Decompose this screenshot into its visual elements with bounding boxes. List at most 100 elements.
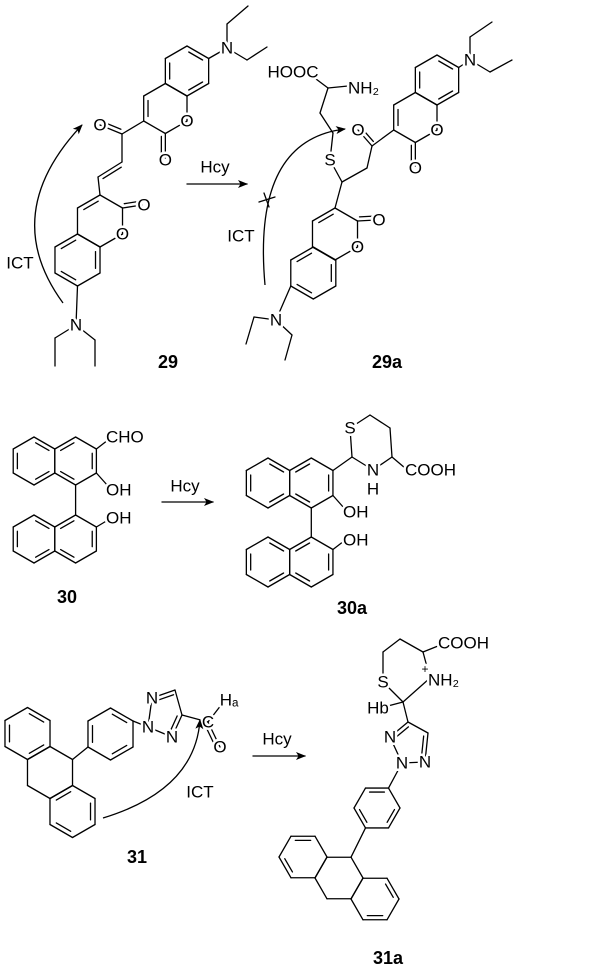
aromatic-inner-bond bbox=[296, 252, 313, 263]
aromatic-inner-bond bbox=[35, 470, 50, 480]
ring-bond bbox=[393, 129, 417, 144]
bond bbox=[147, 697, 153, 728]
aromatic-inner-bond bbox=[188, 51, 204, 61]
ict-arrow-blocked bbox=[262, 126, 346, 286]
aromatic-inner-bond bbox=[295, 463, 311, 473]
ring-bond bbox=[245, 457, 269, 472]
ring-bond bbox=[386, 877, 400, 900]
double-bond bbox=[97, 161, 123, 178]
aromatic-inner-bond bbox=[111, 744, 128, 755]
aromatic-inner-bond bbox=[438, 90, 454, 100]
triazole-nitrogen-label: N bbox=[142, 718, 154, 737]
ring-bond bbox=[245, 536, 269, 551]
bond bbox=[371, 129, 395, 147]
ring-bond bbox=[74, 514, 98, 528]
bond bbox=[399, 638, 424, 653]
ring-bond bbox=[311, 207, 336, 222]
ring-bond bbox=[186, 82, 210, 97]
double-bond-inner bbox=[362, 128, 374, 143]
bond bbox=[121, 120, 145, 135]
compound-label-31a: 31a bbox=[373, 948, 404, 968]
ring-bond bbox=[109, 707, 134, 722]
ring-bond bbox=[54, 550, 77, 564]
ring-bond bbox=[278, 856, 292, 879]
carboxyl-label: COOH bbox=[405, 461, 456, 480]
carboxyl-label: HOOC bbox=[268, 63, 319, 82]
aromatic-inner-bond bbox=[60, 239, 77, 250]
ring-bond bbox=[12, 436, 35, 450]
aromatic-inner-bond bbox=[269, 463, 285, 473]
bond bbox=[422, 645, 439, 653]
bond bbox=[207, 699, 226, 723]
ring-oxygen-label: O bbox=[116, 225, 129, 244]
ring-bond bbox=[4, 745, 29, 761]
double-bond-inner bbox=[358, 215, 375, 218]
ring-bond bbox=[109, 746, 134, 761]
bond bbox=[351, 456, 374, 471]
compound-label-31: 31 bbox=[127, 847, 147, 867]
aromatic-inner-bond bbox=[269, 493, 285, 503]
bond bbox=[275, 319, 293, 336]
bond bbox=[332, 494, 345, 509]
amine-nitrogen-label: N bbox=[221, 39, 233, 58]
bond bbox=[350, 827, 367, 858]
ring-bond bbox=[143, 82, 167, 97]
sulfur-label: S bbox=[377, 673, 388, 692]
compound-label-30a: 30a bbox=[337, 598, 368, 618]
ring-bond bbox=[71, 823, 96, 839]
ring-bond bbox=[164, 120, 188, 135]
sulfur-label: S bbox=[324, 151, 335, 170]
bond bbox=[349, 427, 353, 458]
ring-bond bbox=[310, 457, 334, 472]
bond bbox=[327, 85, 349, 89]
aromatic-inner-bond bbox=[296, 283, 313, 294]
bond bbox=[71, 746, 89, 761]
ring-bond bbox=[33, 472, 56, 486]
ring-bond bbox=[99, 194, 124, 209]
bond bbox=[95, 519, 109, 528]
ring-bond bbox=[164, 45, 188, 60]
double-bond-inner bbox=[123, 200, 140, 205]
ring-bond bbox=[74, 472, 98, 486]
ring-bond bbox=[436, 91, 460, 106]
double-bond-inner bbox=[155, 694, 175, 702]
ring-bond bbox=[393, 91, 417, 106]
aromatic-inner-bond bbox=[59, 470, 75, 480]
aldehyde-label: CHO bbox=[106, 428, 144, 447]
compound-label-29a: 29a bbox=[372, 352, 403, 372]
bond bbox=[422, 651, 431, 679]
triazole-nitrogen-label: N bbox=[396, 754, 408, 773]
ring-bond bbox=[386, 898, 400, 921]
reagent-label: Hcy bbox=[262, 730, 292, 749]
aromatic-inner-bond bbox=[60, 270, 77, 281]
aromatic-inner-bond bbox=[269, 542, 285, 552]
ring-oxygen-label: O bbox=[430, 121, 443, 140]
sulfur-label: S bbox=[344, 419, 355, 438]
aromatic-inner-bond bbox=[59, 442, 75, 452]
bond bbox=[349, 414, 371, 429]
double-bond bbox=[356, 219, 377, 222]
ring-bond bbox=[54, 272, 79, 287]
triazole-nitrogen-label: N bbox=[384, 728, 396, 747]
bond bbox=[391, 456, 406, 469]
ring-oxygen-label: O bbox=[180, 112, 193, 131]
ring-bond bbox=[245, 494, 269, 509]
aromatic-inner-bond bbox=[269, 572, 285, 582]
ring-bond bbox=[414, 91, 438, 106]
ring-bond bbox=[288, 536, 312, 551]
aromatic-inner-bond bbox=[35, 548, 50, 558]
bond bbox=[147, 726, 173, 738]
bond bbox=[469, 21, 493, 38]
aromatic-inner-bond bbox=[55, 822, 72, 832]
aromatic-inner-bond bbox=[83, 200, 99, 211]
bond bbox=[75, 285, 79, 326]
aromatic-inner-bond bbox=[111, 713, 128, 724]
aromatic-inner-bond bbox=[35, 442, 50, 452]
amine-nitrogen-label: N bbox=[464, 51, 476, 70]
hydroxyl-label: OH bbox=[106, 481, 132, 500]
ring-bond bbox=[164, 82, 188, 97]
aromatic-inner-bond bbox=[28, 744, 45, 754]
aromatic-inner-bond bbox=[59, 520, 75, 530]
carbonyl-oxygen-label: O bbox=[372, 211, 385, 230]
